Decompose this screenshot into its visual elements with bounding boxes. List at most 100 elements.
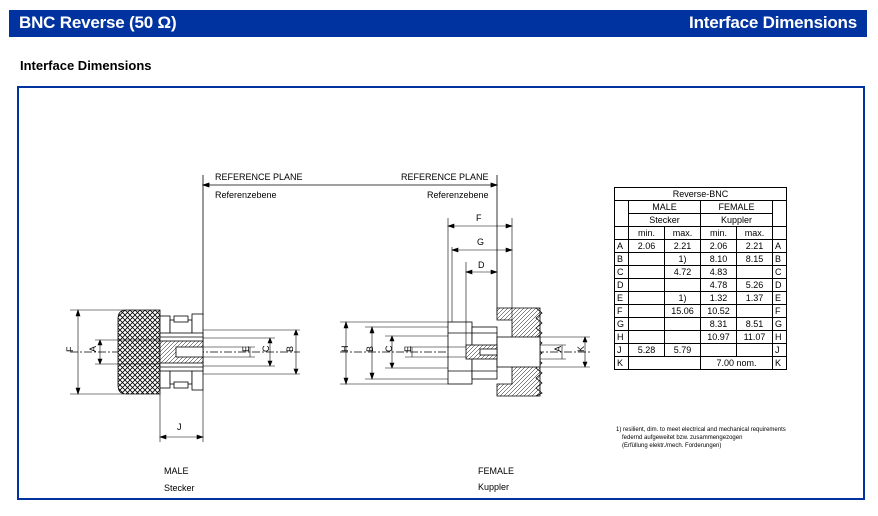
ref-plane-right-label-de: Referenzebene bbox=[427, 190, 489, 200]
dim-label-C-male: C bbox=[261, 345, 271, 352]
male-dimensions bbox=[70, 309, 300, 442]
dim-label-B-male: B bbox=[285, 346, 295, 352]
female-label-de: Kuppler bbox=[478, 482, 509, 492]
female-max: 5.26 bbox=[736, 278, 773, 292]
male-max bbox=[664, 330, 701, 344]
header-banner: BNC Reverse (50 Ω) Interface Dimensions bbox=[9, 10, 867, 37]
dim-label-E-male: E bbox=[241, 346, 251, 352]
male-max-header: max. bbox=[664, 226, 701, 240]
dimensions-table: Reverse-BNC MALE FEMALE Stecker Kuppler … bbox=[614, 187, 787, 370]
female-header: FEMALE bbox=[700, 200, 773, 214]
dim-label-D-female: D bbox=[478, 260, 485, 270]
row-letter: A bbox=[772, 239, 787, 253]
male-min: 2.06 bbox=[628, 239, 665, 253]
male-min-header: min. bbox=[628, 226, 665, 240]
row-letter: E bbox=[614, 291, 629, 305]
female-max: 8.15 bbox=[736, 252, 773, 266]
section-title: Interface Dimensions bbox=[689, 13, 857, 32]
row-letter: D bbox=[772, 278, 787, 292]
footnote-line1: 1) resilient, dim. to meet electrical an… bbox=[616, 427, 786, 433]
row-letter: A bbox=[614, 239, 629, 253]
female-min: 10.52 bbox=[700, 304, 737, 318]
row-letter: J bbox=[614, 343, 629, 357]
female-min: 10.97 bbox=[700, 330, 737, 344]
male-connector bbox=[70, 309, 300, 395]
male-label: MALE bbox=[164, 466, 189, 476]
female-max-header: max. bbox=[736, 226, 773, 240]
table-group-de-row: Stecker Kuppler bbox=[615, 213, 787, 227]
k-value: 7.00 nom. bbox=[700, 356, 773, 370]
dim-label-E-female: E bbox=[403, 346, 413, 352]
female-min: 4.83 bbox=[700, 265, 737, 279]
female-label: FEMALE bbox=[478, 466, 514, 476]
row-letter: G bbox=[614, 317, 629, 331]
table-title: Reverse-BNC bbox=[614, 187, 787, 201]
row-letter: J bbox=[772, 343, 787, 357]
female-max bbox=[736, 304, 773, 318]
row-letter: B bbox=[772, 252, 787, 266]
male-max: 1) bbox=[664, 291, 701, 305]
dim-label-K-female: K bbox=[576, 346, 586, 352]
row-letter: C bbox=[614, 265, 629, 279]
dim-label-F-male: F bbox=[65, 346, 75, 352]
female-max: 1.37 bbox=[736, 291, 773, 305]
male-min bbox=[628, 278, 665, 292]
male-label-de: Stecker bbox=[164, 483, 195, 493]
row-letter: C bbox=[772, 265, 787, 279]
row-letter: F bbox=[772, 304, 787, 318]
male-max bbox=[664, 317, 701, 331]
female-min-header: min. bbox=[700, 226, 737, 240]
dim-label-H-female: H bbox=[340, 346, 350, 353]
row-letter: H bbox=[614, 330, 629, 344]
male-min bbox=[628, 317, 665, 331]
dim-label-G-female: G bbox=[477, 237, 484, 247]
row-letter: G bbox=[772, 317, 787, 331]
table-minmax-row: min. max. min. max. bbox=[614, 226, 787, 240]
female-dimensions bbox=[340, 218, 590, 385]
male-min bbox=[628, 265, 665, 279]
reference-plane-lines bbox=[201, 175, 499, 315]
female-max bbox=[736, 343, 773, 357]
female-min bbox=[700, 343, 737, 357]
male-max: 5.79 bbox=[664, 343, 701, 357]
female-max: 11.07 bbox=[736, 330, 773, 344]
ref-plane-right-label: REFERENCE PLANE bbox=[401, 172, 489, 182]
male-min bbox=[628, 291, 665, 305]
female-min: 1.32 bbox=[700, 291, 737, 305]
male-header: MALE bbox=[628, 200, 701, 214]
dim-label-J-male: J bbox=[177, 422, 182, 432]
footnote: 1) resilient, dim. to meet electrical an… bbox=[616, 426, 846, 450]
male-max bbox=[664, 278, 701, 292]
row-letter: F bbox=[614, 304, 629, 318]
row-letter: K bbox=[614, 356, 629, 370]
footnote-line2: federnd aufgeweitet bzw. zusammengezogen bbox=[622, 435, 743, 441]
female-min: 8.31 bbox=[700, 317, 737, 331]
table-title-row: Reverse-BNC bbox=[614, 187, 787, 201]
male-max: 2.21 bbox=[664, 239, 701, 253]
ref-plane-left-label: REFERENCE PLANE bbox=[215, 172, 303, 182]
footnote-line3: (Erfüllung elektr./mech. Forderungen) bbox=[622, 443, 722, 449]
male-max: 4.72 bbox=[664, 265, 701, 279]
female-max: 8.51 bbox=[736, 317, 773, 331]
dim-label-F-female: F bbox=[476, 213, 482, 223]
dim-label-C-female: C bbox=[384, 345, 394, 352]
male-max: 1) bbox=[664, 252, 701, 266]
dim-label-A-male: A bbox=[88, 346, 98, 352]
row-letter: E bbox=[772, 291, 787, 305]
male-min bbox=[628, 330, 665, 344]
dim-label-B-female: B bbox=[365, 346, 375, 352]
female-max bbox=[736, 265, 773, 279]
female-min: 8.10 bbox=[700, 252, 737, 266]
female-min: 4.78 bbox=[700, 278, 737, 292]
female-max: 2.21 bbox=[736, 239, 773, 253]
male-header-de: Stecker bbox=[628, 213, 701, 227]
